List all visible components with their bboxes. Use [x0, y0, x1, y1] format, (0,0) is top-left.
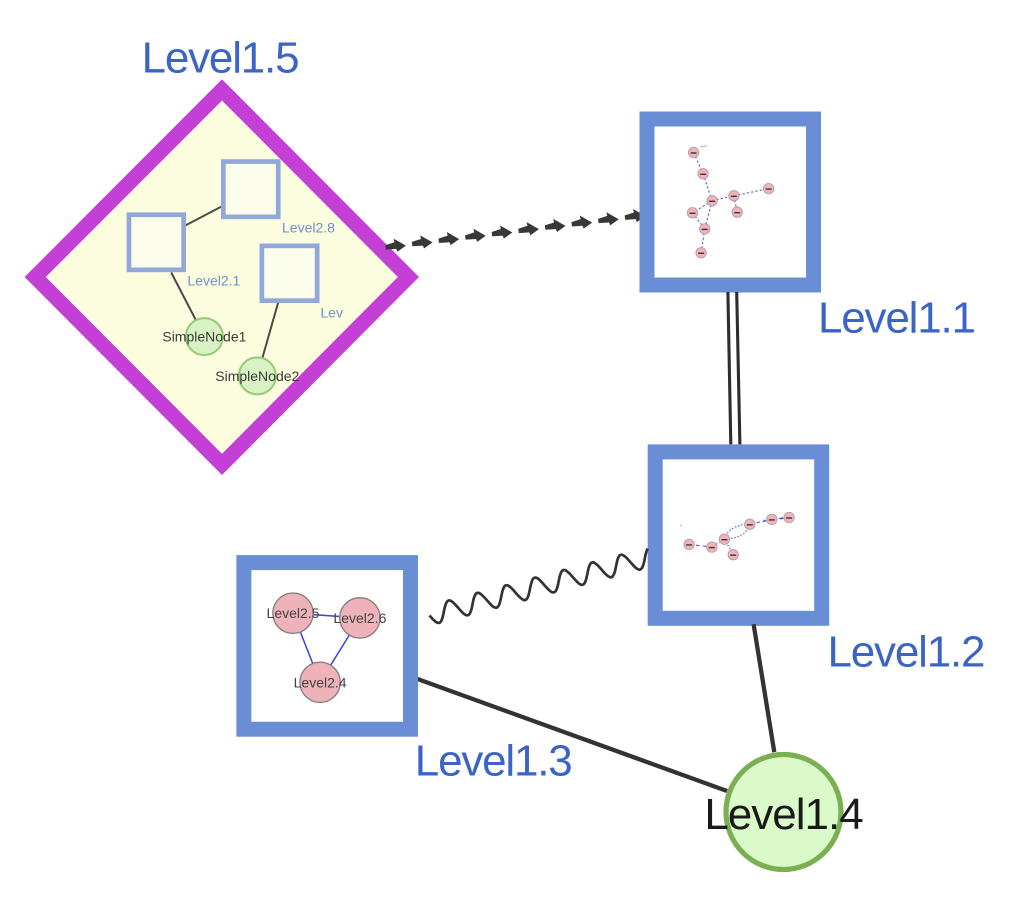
svg-text:Level1.5: Level1.5 — [142, 34, 299, 83]
svg-text:SimpleNode2: SimpleNode2 — [215, 368, 299, 384]
svg-text:Lev: Lev — [320, 304, 343, 320]
svg-text:Level1.1: Level1.1 — [818, 294, 975, 343]
svg-text:Level2.1: Level2.1 — [187, 272, 240, 288]
svg-text:Level1.3: Level1.3 — [415, 737, 572, 786]
svg-text:Level1.4: Level1.4 — [704, 790, 863, 839]
svg-text:Level1.2: Level1.2 — [828, 628, 985, 677]
svg-text:Level2.8: Level2.8 — [282, 220, 335, 236]
svg-text:Level2.5: Level2.5 — [267, 605, 320, 621]
svg-text:Level2.6: Level2.6 — [333, 610, 386, 626]
svg-text:Level2.4: Level2.4 — [294, 674, 347, 690]
svg-text:SimpleNode1: SimpleNode1 — [162, 329, 246, 345]
